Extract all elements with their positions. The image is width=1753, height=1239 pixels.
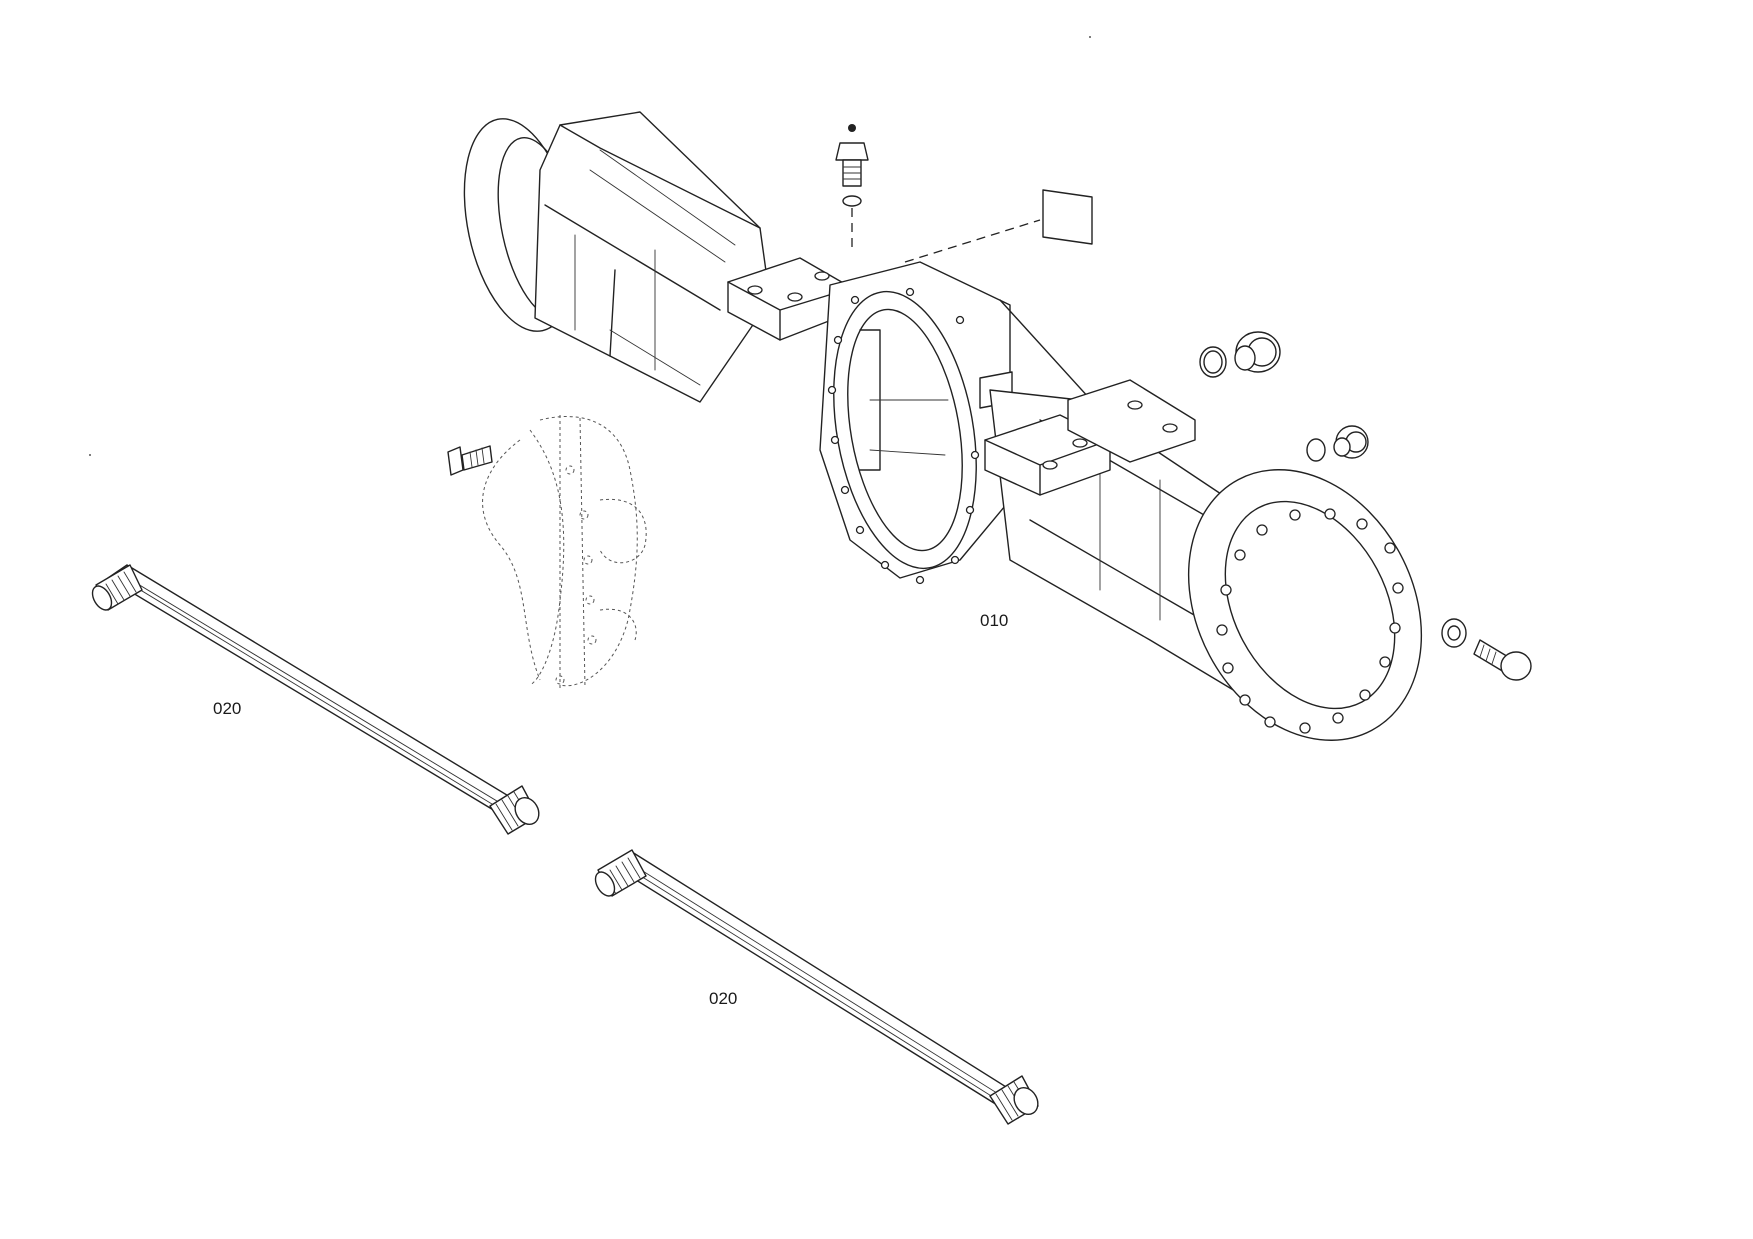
hex-screw-left-icon bbox=[447, 445, 493, 476]
hex-screw-right-icon bbox=[1473, 639, 1532, 681]
carrier-bolt-holes bbox=[827, 287, 980, 585]
axle-shaft-lower-icon bbox=[594, 849, 1039, 1125]
plug-screw-icon bbox=[1199, 331, 1281, 378]
axle-housing-icon bbox=[463, 111, 1423, 741]
callout-020-lower: 020 bbox=[709, 989, 738, 1008]
callout-020-upper: 020 bbox=[213, 699, 242, 718]
type-plate-icon bbox=[1042, 189, 1093, 245]
o-ring-icon bbox=[842, 195, 862, 207]
callout-010: 010 bbox=[980, 611, 1009, 630]
flange-bolt-holes bbox=[1216, 508, 1404, 734]
plug-screw-small-icon bbox=[1306, 425, 1369, 462]
planetary-carrier-icon bbox=[482, 415, 647, 690]
washer-icon bbox=[1441, 618, 1467, 648]
breather-valve-icon bbox=[835, 124, 869, 187]
axle-shaft-upper-icon bbox=[91, 564, 540, 835]
